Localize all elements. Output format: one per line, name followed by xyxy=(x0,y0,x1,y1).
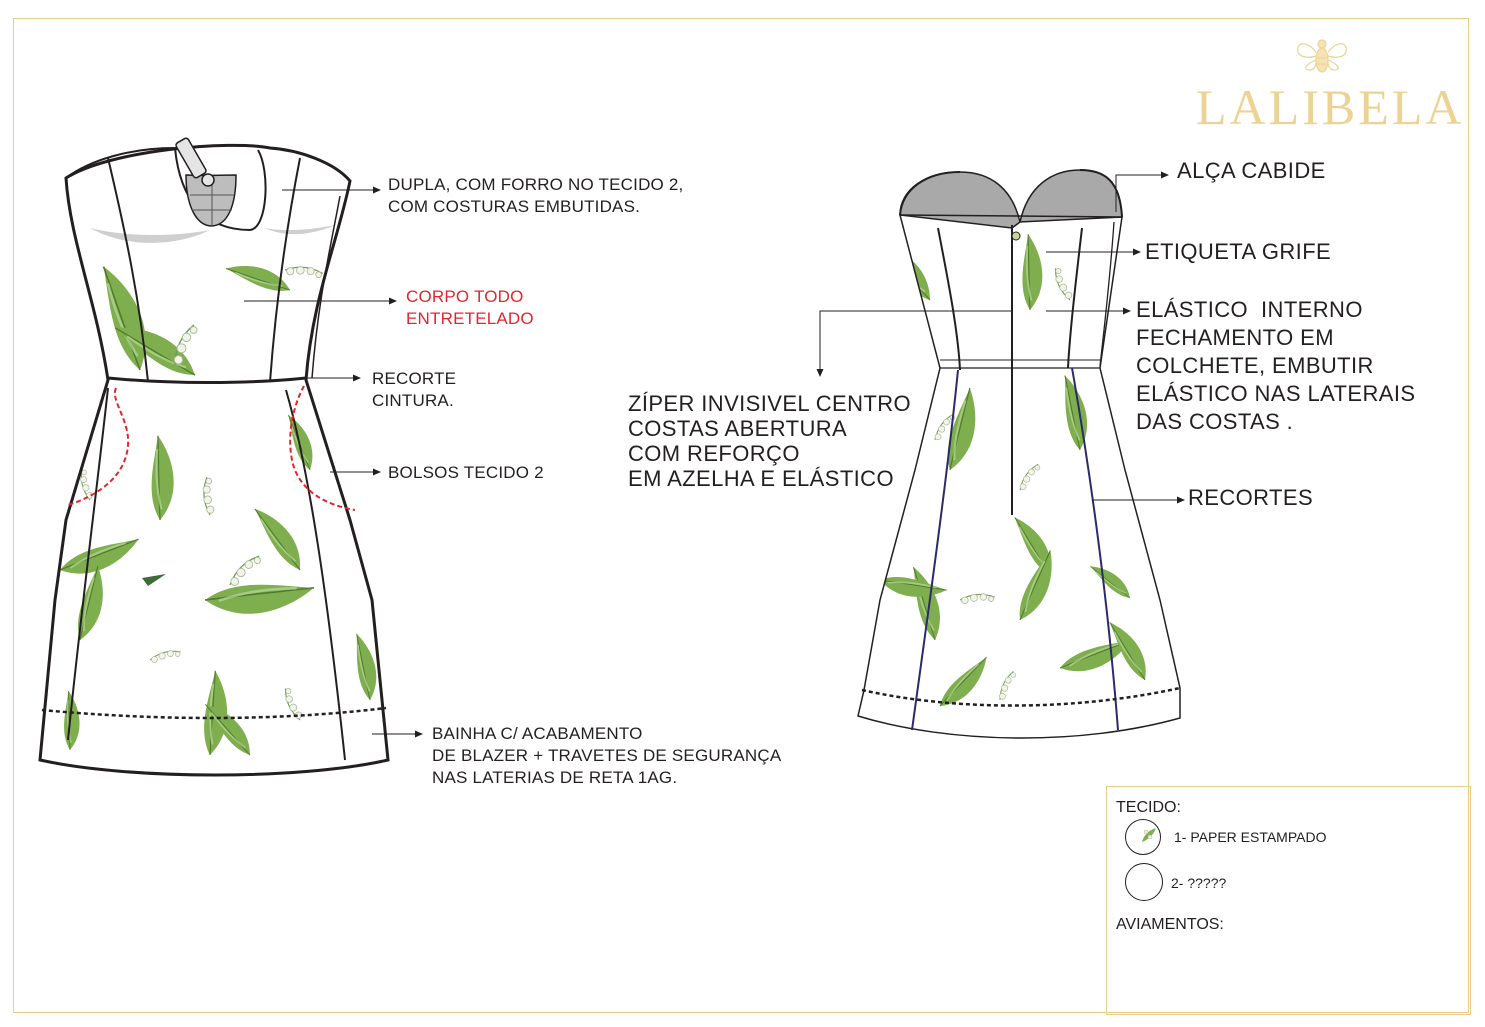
bee-icon xyxy=(1297,39,1347,73)
zipper-tab-icon xyxy=(1011,231,1021,241)
label-brand-tag: ETIQUETA GRIFE xyxy=(1145,239,1332,264)
back-view-dress xyxy=(857,169,1181,739)
label-pockets: BOLSOS TECIDO 2 xyxy=(388,463,544,482)
front-view-dress xyxy=(38,137,390,777)
floral-swatch-icon xyxy=(1142,828,1156,842)
back-callout-arrows xyxy=(816,171,1185,504)
fabric-1-label: 1- PAPER ESTAMPADO xyxy=(1174,829,1327,845)
front-callout-arrows xyxy=(244,186,423,738)
fabric-1-swatch xyxy=(1125,819,1161,855)
label-interfacing: CORPO TODO ENTRETELADO xyxy=(406,287,534,328)
label-seams: RECORTES xyxy=(1188,485,1314,510)
label-waist-seam: RECORTE CINTURA. xyxy=(372,369,457,410)
label-hanger-strap: ALÇA CABIDE xyxy=(1177,158,1326,183)
zipper-pull-icon xyxy=(175,137,215,187)
label-invisible-zipper: ZÍPER INVISIVEL CENTRO COSTAS ABERTURA C… xyxy=(628,391,912,491)
label-inner-elastic: ELÁSTICO INTERNO FECHAMENTO EM COLCHETE,… xyxy=(1136,297,1416,434)
fabric-legend: TECIDO: 1- PAPER ESTAMPADO 2- ????? AVIA… xyxy=(1106,786,1471,1015)
floral-print xyxy=(42,244,388,762)
label-bodice-lining: DUPLA, COM FORRO NO TECIDO 2, COM COSTUR… xyxy=(388,175,684,216)
label-hem-finish: BAINHA C/ ACABAMENTO DE BLAZER + TRAVETE… xyxy=(432,724,782,787)
fabric-2-swatch xyxy=(1125,863,1163,901)
brand-logo: LALIBELA xyxy=(1196,79,1465,135)
fabric-2-label: 2- ????? xyxy=(1171,875,1227,891)
fabric-title: TECIDO: xyxy=(1116,799,1181,816)
trims-title: AVIAMENTOS: xyxy=(1116,916,1224,933)
sheet-border xyxy=(13,18,1469,1013)
